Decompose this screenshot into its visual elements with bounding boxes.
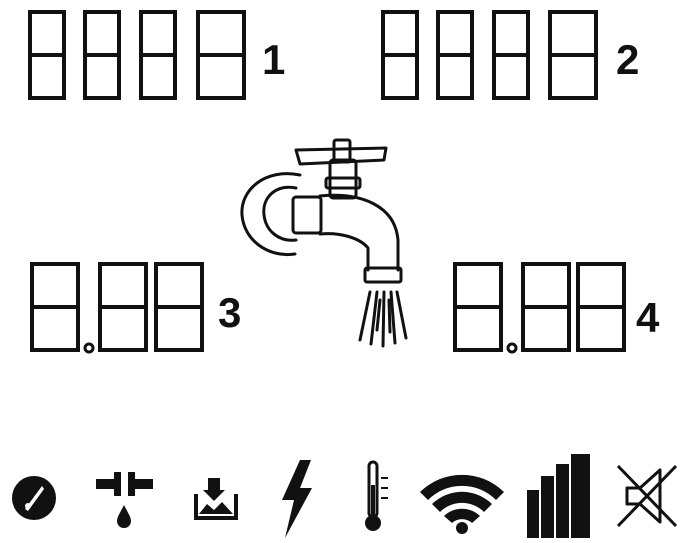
digit-4-1: [455, 264, 501, 350]
digit-1-4: [198, 12, 244, 98]
digit-3-3: [156, 264, 202, 350]
digit-3-2: [100, 264, 146, 350]
digit-1-3: [141, 12, 175, 98]
decimal-point-3: [85, 344, 93, 352]
speaker-muted-icon: [618, 466, 676, 526]
ground-download-icon: [196, 478, 236, 518]
signal-bars-icon: [527, 454, 590, 538]
digit-2-2: [438, 12, 472, 98]
compass-gauge-icon: [12, 476, 56, 520]
display-1-label: 1: [262, 36, 285, 83]
digit-2-1: [383, 12, 417, 98]
decimal-point-4: [508, 344, 516, 352]
digit-4-3: [578, 264, 624, 350]
digit-3-1: [32, 264, 78, 350]
lightning-bolt-icon: [282, 460, 312, 538]
display-3: 3: [32, 264, 241, 352]
display-2-label: 2: [616, 36, 639, 83]
digit-4-2: [523, 264, 569, 350]
display-1: 1: [30, 12, 285, 98]
display-4: 4: [455, 264, 660, 352]
display-3-label: 3: [218, 289, 241, 336]
wifi-icon: [420, 475, 504, 534]
digit-1-2: [85, 12, 119, 98]
leak-pipe-icon: [96, 472, 153, 528]
digit-1-1: [30, 12, 64, 98]
display-4-label: 4: [636, 294, 660, 341]
digit-2-4: [550, 12, 596, 98]
thermometer-icon: [365, 462, 388, 531]
digit-2-3: [494, 12, 528, 98]
display-2: 2: [383, 12, 639, 98]
water-tap-icon: [242, 140, 406, 346]
